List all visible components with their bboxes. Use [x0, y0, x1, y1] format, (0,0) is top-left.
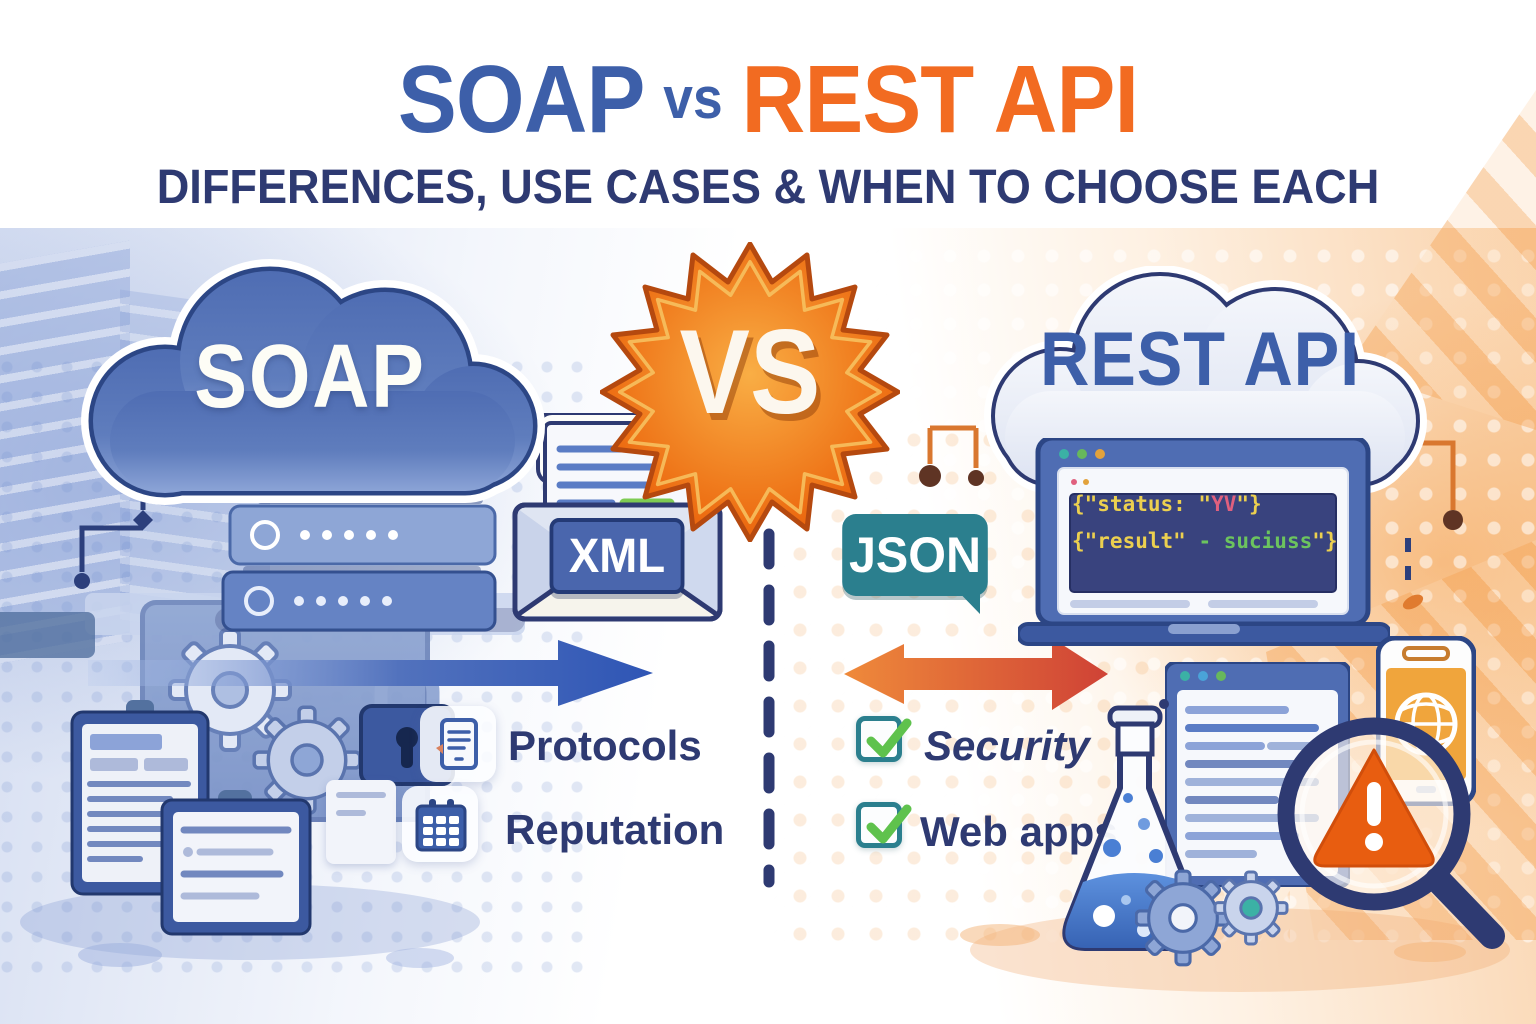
code-segment: YV: [1211, 492, 1237, 516]
web-apps-checkbox: [856, 802, 912, 848]
code-segment: "}: [1312, 529, 1338, 553]
note-card: [326, 780, 396, 864]
title-vs: vs: [663, 66, 723, 131]
desk-block: [0, 612, 95, 658]
gear-icon: [252, 705, 362, 815]
clipboard-card: [160, 790, 312, 936]
gears-small-cluster: [1135, 869, 1289, 967]
center-dashed-divider: [763, 528, 775, 888]
soap-feature-reputation: Reputation: [505, 806, 725, 853]
soap-cloud: [81, 259, 545, 505]
xml-badge: XML: [549, 518, 685, 594]
vs-starburst-badge: [600, 242, 900, 542]
json-badge-label: JSON: [848, 527, 982, 583]
rest-feature-web-apps: Web apps: [920, 808, 1118, 855]
rest-feature-security: Security: [924, 722, 1090, 769]
code-line-2: {"result" - suciuss"}: [1072, 529, 1338, 553]
title-rest: REST API: [741, 46, 1139, 153]
vs-badge-label: VS: [679, 305, 821, 439]
laptop: [1018, 438, 1390, 646]
window-dot-icon: [1059, 449, 1069, 459]
soap-cloud-label: SOAP: [194, 327, 426, 427]
soap-flow-arrow: [88, 640, 653, 706]
magnifier-handle: [1425, 867, 1505, 949]
warning-triangle-icon: [1313, 748, 1435, 868]
code-segment: {"result": [1072, 529, 1199, 553]
server-row: [228, 504, 497, 574]
code-line-1: {"status: "YV"}: [1072, 492, 1262, 516]
protocols-icon-tile: [420, 706, 496, 782]
checkmark-icon: [866, 718, 912, 758]
page-subtitle: DIFFERENCES, USE CASES & WHEN TO CHOOSE …: [156, 161, 1380, 214]
code-segment: "}: [1236, 492, 1262, 516]
server-row: [221, 570, 497, 632]
rest-flow-arrow: [844, 638, 1108, 710]
code-segment: {"status: ": [1072, 492, 1212, 516]
document-icon: [436, 718, 478, 770]
code-segment: - suciuss: [1198, 529, 1313, 553]
window-dot-icon: [1077, 449, 1087, 459]
reputation-icon-tile: [402, 786, 478, 862]
gear-icon: [1135, 869, 1232, 967]
xml-badge-label: XML: [568, 529, 666, 583]
soap-feature-protocols: Protocols: [508, 722, 702, 769]
gear-icon: [1213, 870, 1289, 946]
magnifier-warning: [1277, 717, 1505, 949]
checkmark-icon: [866, 804, 912, 844]
json-badge: JSON: [842, 514, 988, 614]
security-checkbox: [856, 716, 912, 762]
title-soap: SOAP: [397, 46, 646, 153]
calendar-icon: [415, 799, 467, 852]
page-title: SOAP vs REST API: [61, 52, 1474, 148]
rest-cloud-label: REST API: [1039, 317, 1361, 402]
window-dot-icon: [1095, 449, 1105, 459]
